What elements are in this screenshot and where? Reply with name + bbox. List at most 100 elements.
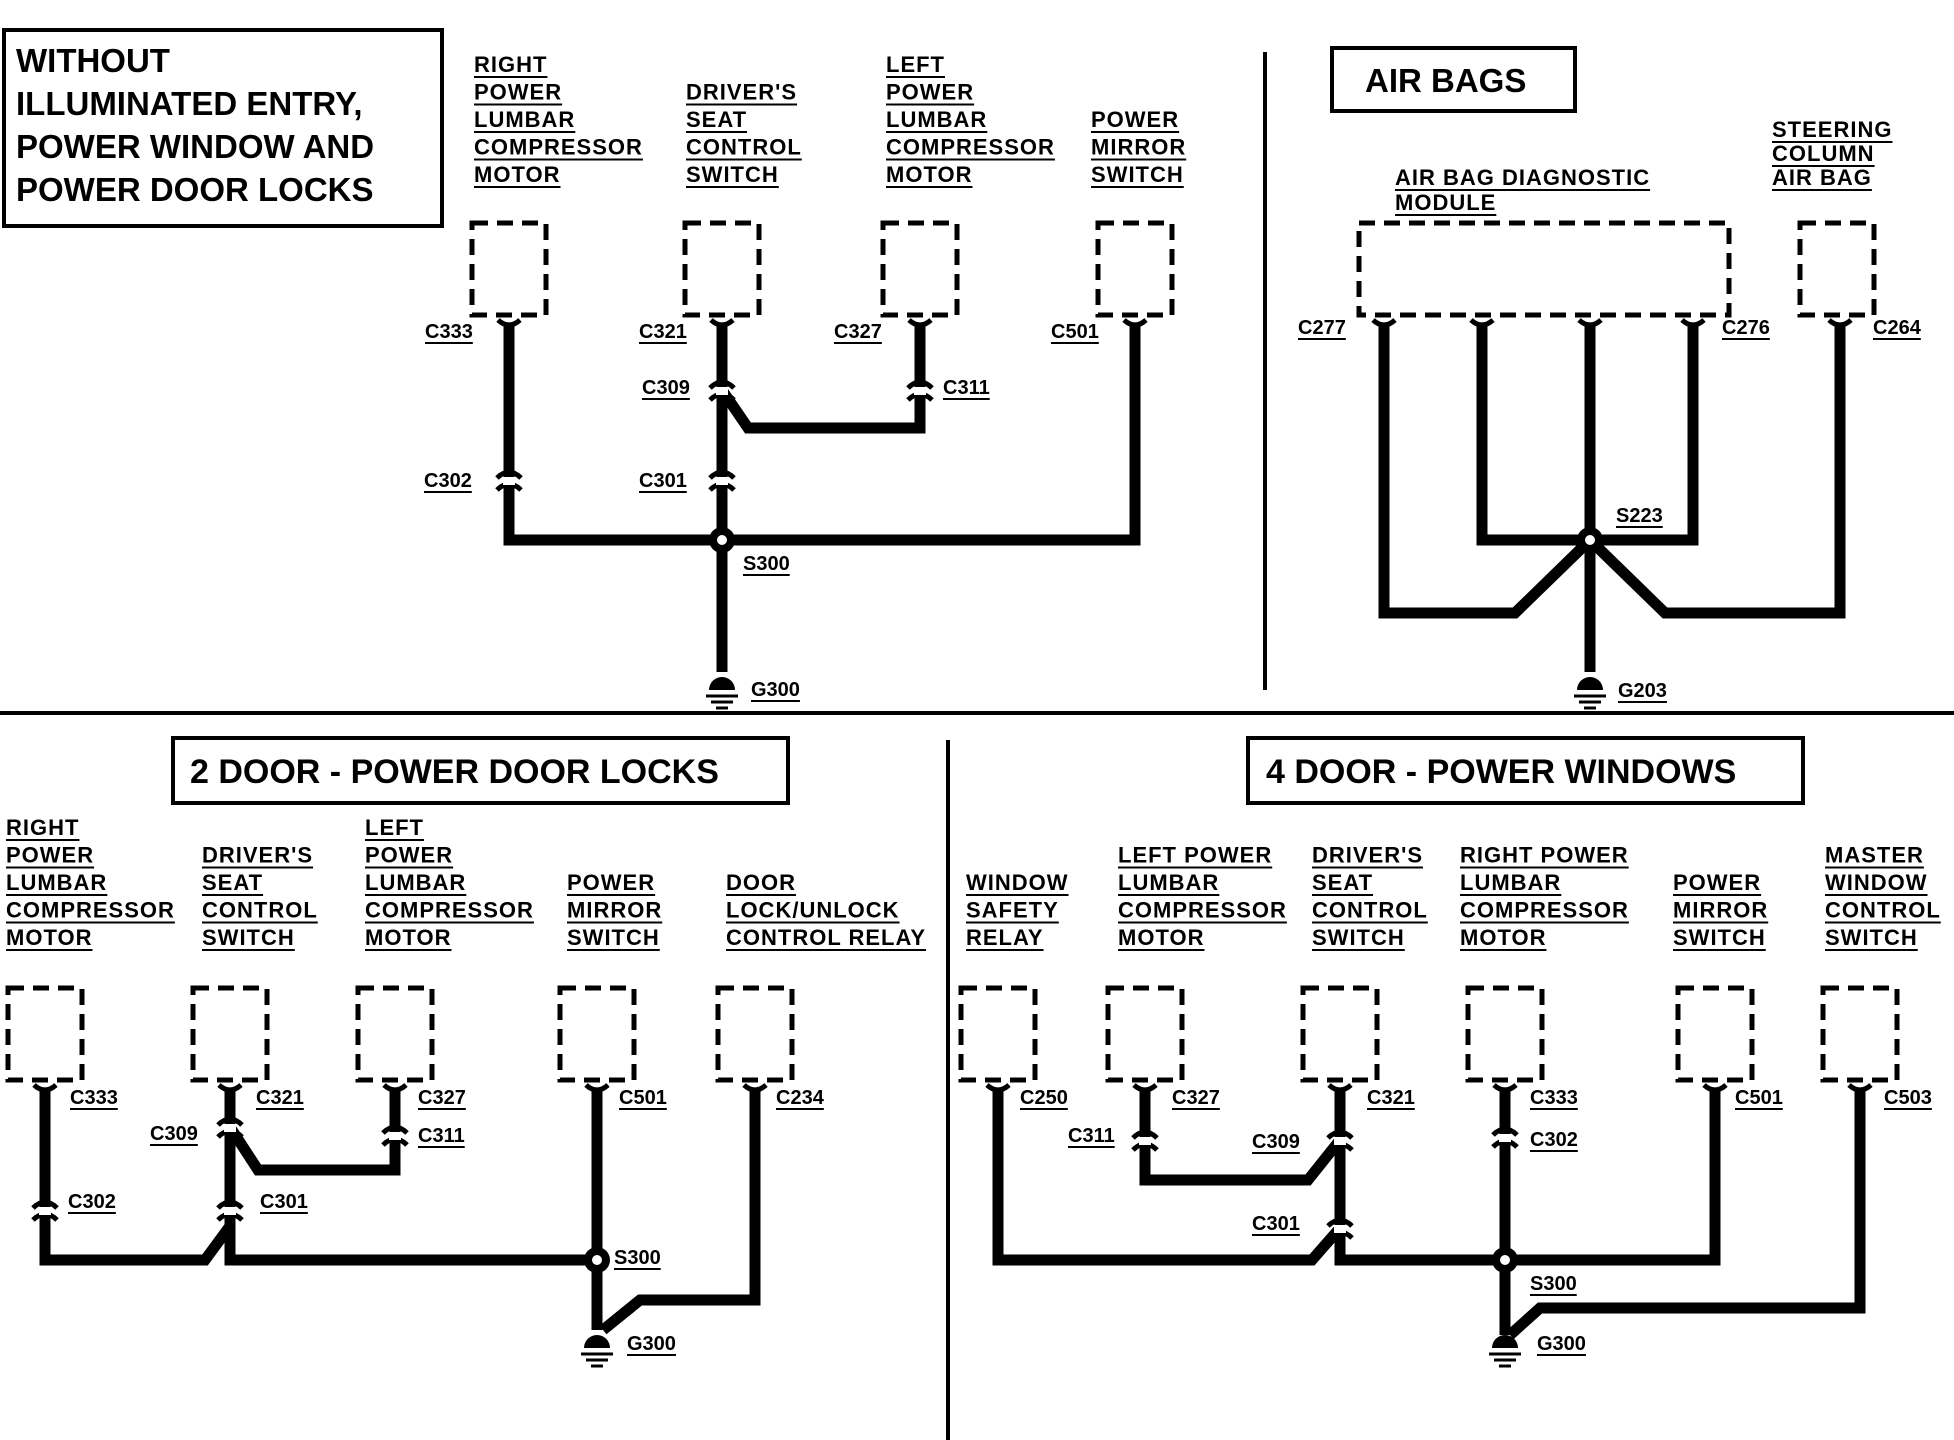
bottom-left-splice-s300	[584, 1247, 610, 1273]
bottom-right-component-1-connector	[1132, 1083, 1158, 1103]
top-right-steering-label-line: AIR BAG	[1772, 165, 1872, 190]
bottom-left-component-1-box	[190, 985, 270, 1083]
wire-br-c327-c309	[1139, 1090, 1345, 1186]
bottom-right-inline-c302	[1491, 1126, 1519, 1149]
bottom-right-component-3-label-line: LUMBAR	[1460, 870, 1561, 895]
bottom-right-inline-c311-label: C311	[1068, 1125, 1115, 1147]
bottom-right-component-0-label-line: SAFETY	[966, 898, 1059, 923]
bottom-left-title-box	[171, 736, 790, 805]
wire-br-c321-s300	[1334, 1090, 1505, 1266]
top-left-component-2-label-line: LEFT	[886, 52, 945, 77]
top-left-component-0-box	[469, 220, 549, 318]
bottom-left-inline-c301	[216, 1199, 244, 1222]
top-left-inline-c302	[495, 469, 523, 492]
top-left-component-3-label-line: POWER	[1091, 107, 1179, 132]
wire-c501-s300	[722, 325, 1141, 546]
top-left-component-1-connector	[709, 318, 735, 338]
bottom-right-conn-c250: C250	[1020, 1087, 1068, 1109]
bottom-right-component-2-box	[1300, 985, 1380, 1083]
top-left-component-1-label-line: DRIVER'S	[686, 80, 797, 105]
top-right-conn-c276: C276	[1722, 317, 1770, 339]
top-right-steering-box	[1797, 220, 1877, 318]
bottom-left-component-2-box	[355, 985, 435, 1083]
bottom-left-conn-c501: C501	[619, 1087, 667, 1109]
bottom-left-ground-g300	[581, 1335, 613, 1368]
bottom-right-conn-c503: C503	[1884, 1087, 1932, 1109]
bottom-right-component-5-box	[1820, 985, 1900, 1083]
top-left-conn-c333: C333	[425, 321, 473, 343]
top-left-title-box	[2, 28, 444, 228]
bottom-right-component-5-label-line: MASTER	[1825, 843, 1924, 868]
top-right-title: AIR BAGS	[1365, 62, 1526, 99]
top-left-title-line: POWER DOOR LOCKS	[16, 171, 374, 208]
top-left-component-0-label-line: POWER	[474, 80, 562, 105]
bottom-right-component-2-label-line: CONTROL	[1312, 898, 1428, 923]
top-left-component-0-label-line: LUMBAR	[474, 107, 575, 132]
top-right-connector-4	[1827, 318, 1853, 338]
top-left-inline-c309-label: C309	[642, 377, 690, 399]
top-left-component-1-box	[682, 220, 762, 318]
top-left-component-3-label-line: MIRROR	[1091, 135, 1186, 160]
bottom-right-component-5-label-line: SWITCH	[1825, 925, 1918, 950]
bottom-left-component-0-connector	[32, 1083, 58, 1103]
bottom-left-component-2-label-line: COMPRESSOR	[365, 898, 534, 923]
bottom-right-component-3-label-line: MOTOR	[1460, 925, 1546, 950]
bottom-right-component-3-label-line: COMPRESSOR	[1460, 898, 1629, 923]
bottom-left-splice-label: S300	[614, 1247, 661, 1269]
bottom-left-component-0-label-line: LUMBAR	[6, 870, 107, 895]
bottom-right-component-5-label-line: WINDOW	[1825, 870, 1928, 895]
bottom-right-title-box	[1246, 736, 1805, 805]
top-left-inline-c302-label: C302	[424, 470, 472, 492]
top-left-component-2-label-line: MOTOR	[886, 162, 972, 187]
wire-c264-s223	[1586, 325, 1846, 619]
top-left-component-0-label-line: RIGHT	[474, 52, 547, 77]
bottom-left-component-1-label-line: SEAT	[202, 870, 263, 895]
top-left-inline-c311	[906, 379, 934, 402]
top-right-ground-label: G203	[1618, 680, 1667, 702]
top-right-splice-s223	[1577, 527, 1603, 553]
bottom-right-component-2-label-line: DRIVER'S	[1312, 843, 1423, 868]
bottom-left-component-4-connector	[742, 1083, 768, 1103]
bottom-right-component-1-box	[1105, 985, 1185, 1083]
bottom-left-conn-c333: C333	[70, 1087, 118, 1109]
top-right-module-label-line: AIR BAG DIAGNOSTIC	[1395, 165, 1650, 190]
top-right-module-box	[1356, 220, 1732, 318]
wire-br-c503-g300	[1506, 1090, 1866, 1340]
top-left-conn-c327: C327	[834, 321, 882, 343]
top-left-conn-c501: C501	[1051, 321, 1099, 343]
top-left-title-line: POWER WINDOW AND	[16, 128, 374, 165]
bottom-right-component-3-label-line: RIGHT POWER	[1460, 843, 1629, 868]
wire-c276c-s223	[1590, 325, 1699, 546]
bottom-left-component-2-label-line: LUMBAR	[365, 870, 466, 895]
bottom-left-component-0-label-line: MOTOR	[6, 925, 92, 950]
top-right-title-box	[1330, 46, 1577, 113]
bottom-right-component-4-label-line: MIRROR	[1673, 898, 1768, 923]
top-left-inline-c309	[708, 379, 736, 402]
top-right-conn-c264: C264	[1873, 317, 1922, 339]
top-left-component-1-label-line: CONTROL	[686, 135, 802, 160]
wire-c277-s223	[1378, 325, 1594, 619]
bottom-right-ground-g300	[1489, 1335, 1521, 1368]
bottom-left-title: 2 DOOR - POWER DOOR LOCKS	[190, 753, 719, 791]
bottom-left-component-0-label-line: RIGHT	[6, 815, 79, 840]
top-right-module-label-line: MODULE	[1395, 190, 1496, 215]
top-left-inline-c311-label: C311	[943, 377, 990, 399]
bottom-right-component-2-label-line: SEAT	[1312, 870, 1373, 895]
top-left-component-3-box	[1095, 220, 1175, 318]
bottom-left-component-3-connector	[584, 1083, 610, 1103]
wire-c276a-s223	[1476, 325, 1590, 546]
bottom-right-component-2-label-line: SWITCH	[1312, 925, 1405, 950]
wire-c333-s300	[503, 325, 722, 546]
top-right-connector-1	[1469, 318, 1495, 338]
bottom-left-component-4-label-line: CONTROL RELAY	[726, 925, 926, 950]
bottom-left-inline-c309-label: C309	[150, 1123, 198, 1145]
bottom-left-component-2-connector	[382, 1083, 408, 1103]
top-right-steering-label-line: STEERING	[1772, 117, 1892, 142]
bottom-right-conn-c501: C501	[1735, 1087, 1783, 1109]
top-left-ground-g300	[706, 677, 738, 710]
top-left-inline-c301-label: C301	[639, 470, 687, 492]
top-left-splice-label: S300	[743, 553, 790, 575]
bottom-left-component-1-label-line: SWITCH	[202, 925, 295, 950]
